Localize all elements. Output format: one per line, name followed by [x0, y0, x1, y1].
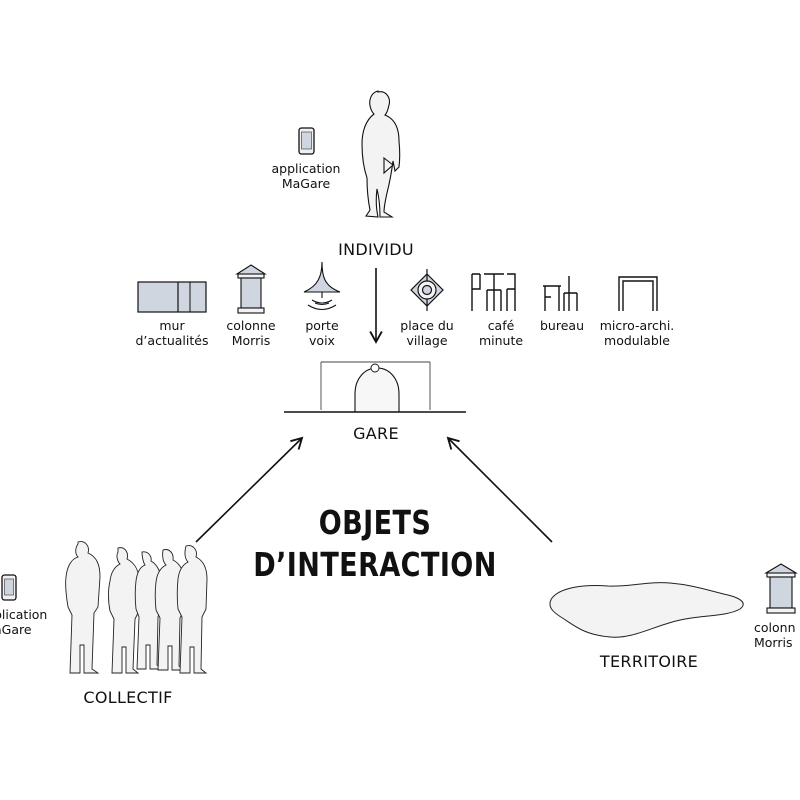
arrow-collectif-to-gare	[195, 436, 304, 543]
modular-frame-icon	[618, 276, 658, 311]
morris-column-icon-territoire	[764, 563, 798, 614]
object-label-porte-voix: porte voix	[305, 318, 339, 348]
node-individu: INDIVIDU	[338, 240, 414, 259]
app-label-collectif: plication aGare	[0, 607, 48, 637]
cafe-tables-icon	[471, 273, 516, 311]
morris-column-icon	[235, 264, 267, 314]
diagram-title-line-2: D’INTERACTION	[253, 545, 497, 584]
roundabout-icon	[410, 269, 444, 311]
station-building	[284, 361, 466, 413]
object-label-mur: mur d’actualités	[135, 318, 209, 348]
news-wall-icon	[137, 281, 207, 313]
object-label-cafe: café minute	[478, 318, 524, 348]
object-label-colonne: colonne Morris	[226, 318, 276, 348]
object-label-bureau: bureau	[540, 318, 584, 333]
object-label-place: place du village	[400, 318, 454, 348]
node-territoire: TERRITOIRE	[599, 652, 699, 671]
smartphone-icon-collectif	[1, 574, 17, 601]
desk-chair-icon	[543, 276, 578, 311]
territory-shape	[549, 582, 744, 638]
node-collectif: COLLECTIF	[83, 688, 173, 707]
object-label-micro-archi: micro-archi. modulable	[599, 318, 675, 348]
individual-person-icon	[361, 90, 401, 218]
node-gare: GARE	[353, 424, 399, 443]
diagram-title-line-1: OBJETS	[318, 503, 432, 542]
arrow-territoire-to-gare	[446, 436, 553, 543]
smartphone-icon	[298, 127, 315, 155]
group-people-icon	[65, 541, 208, 674]
morris-label-territoire: colonn Morris	[754, 620, 796, 650]
speaker-beacon-icon	[303, 261, 341, 311]
app-label-individu: application MaGare	[271, 161, 341, 191]
